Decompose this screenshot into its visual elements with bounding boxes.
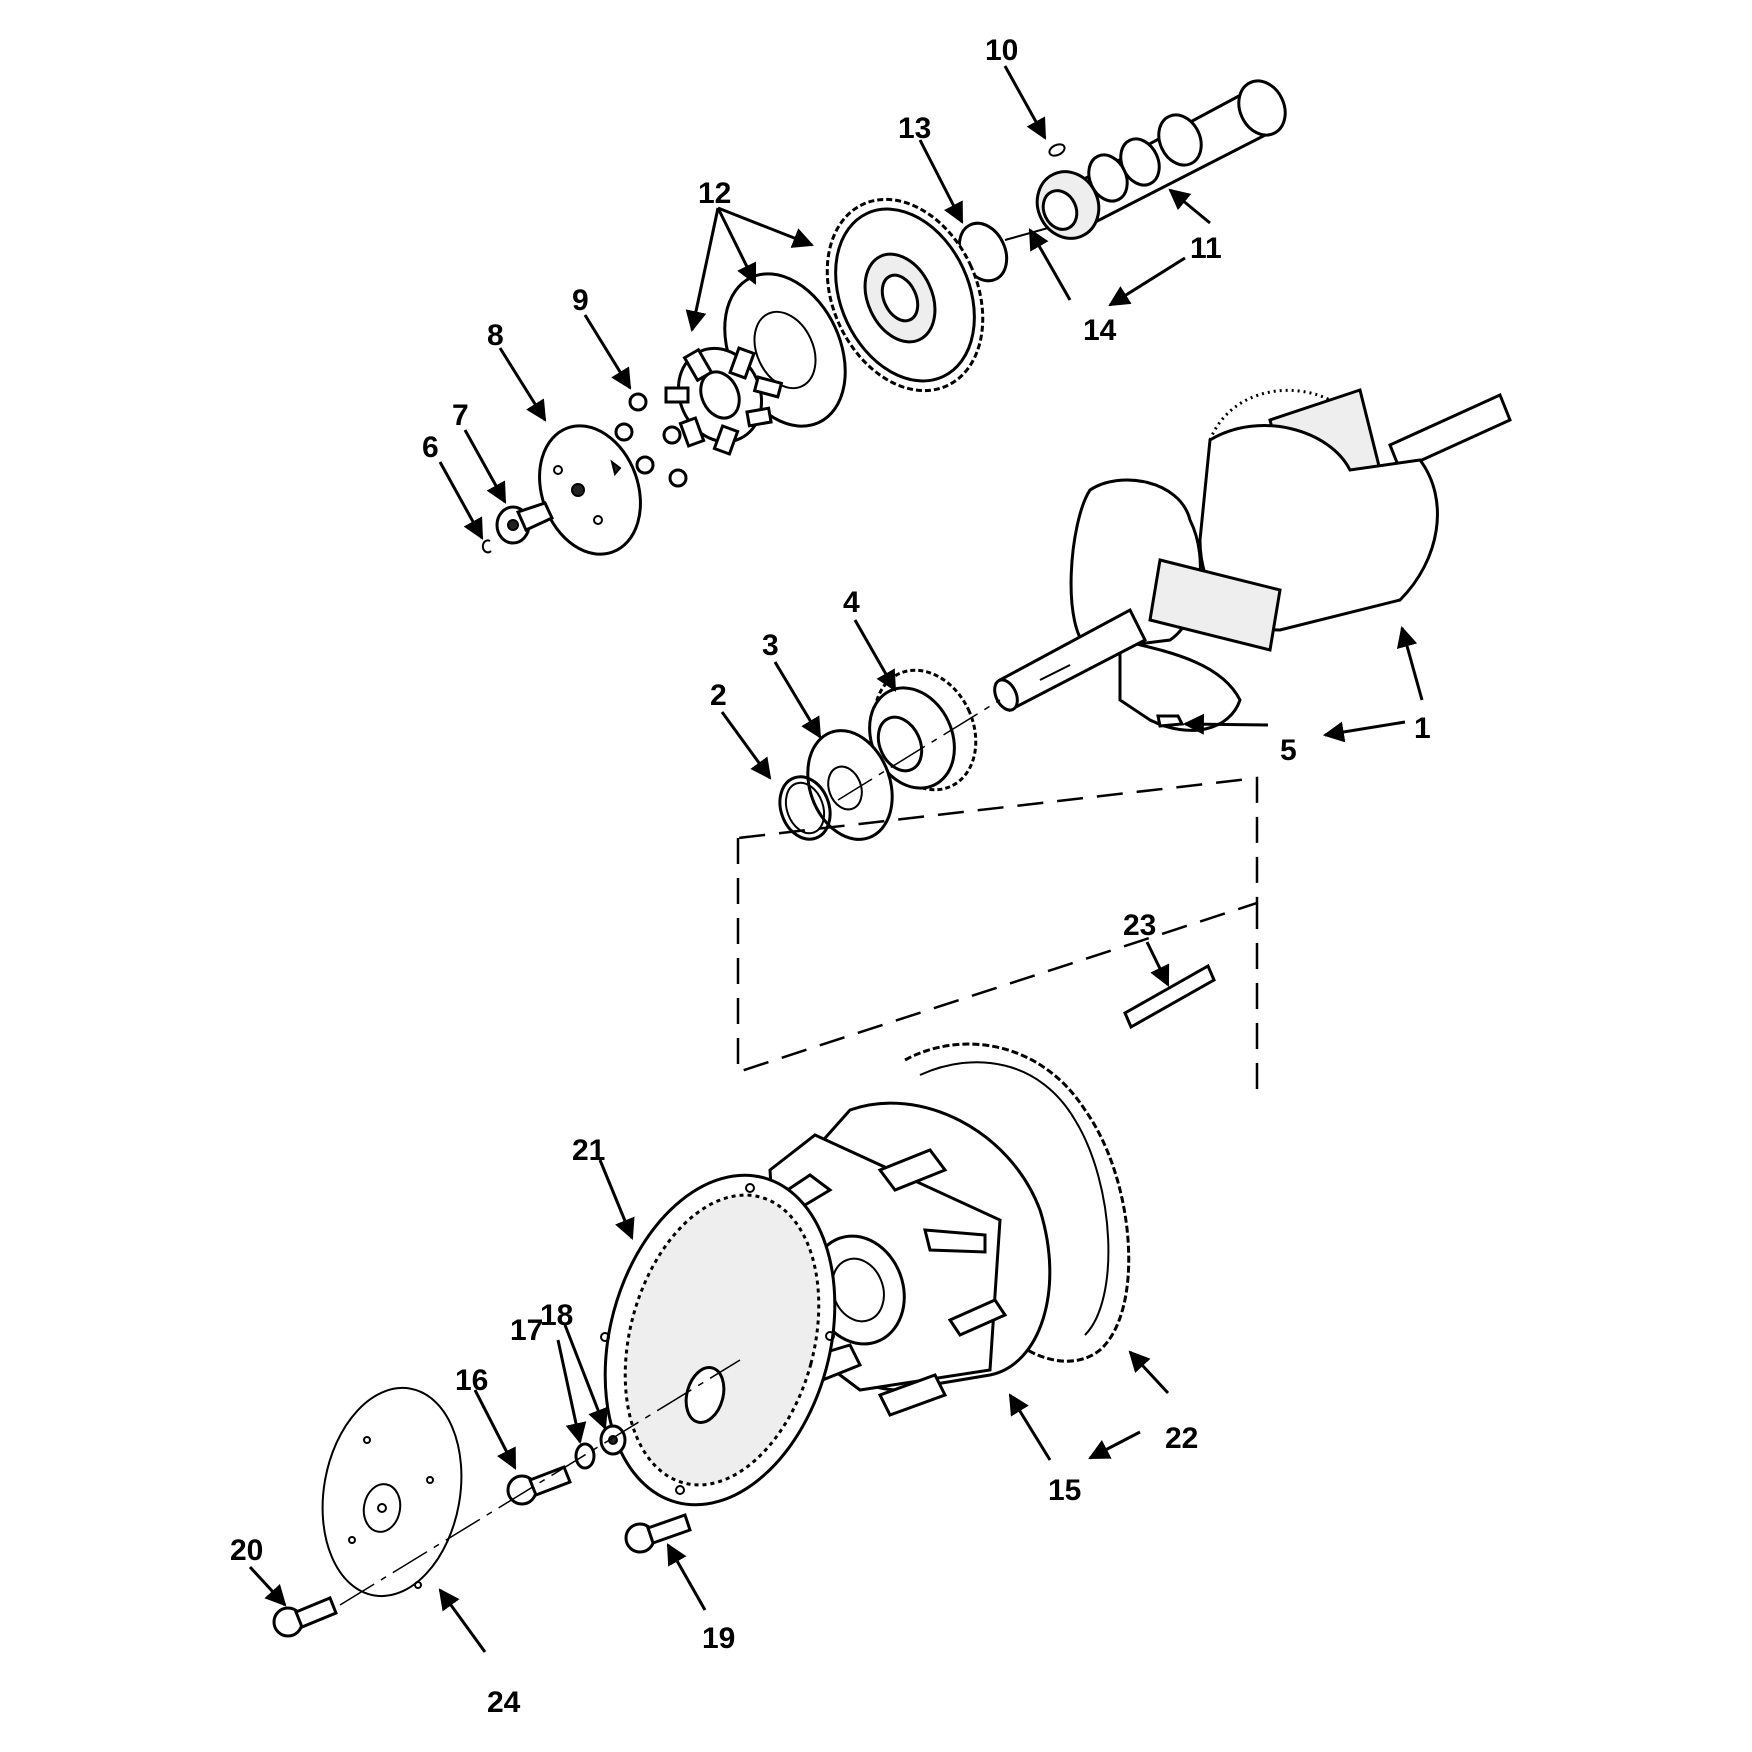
crankshaft-gear <box>868 668 978 792</box>
callout-3: 3 <box>762 629 779 662</box>
governor-spider <box>664 346 784 456</box>
screen-screw <box>624 1513 692 1554</box>
governor-cup <box>538 424 642 556</box>
callout-16: 16 <box>455 1364 488 1397</box>
lock-washer <box>574 1442 596 1470</box>
cam-gear <box>825 197 985 393</box>
crankshaft <box>993 388 1512 732</box>
callout-14: 14 <box>1083 314 1117 347</box>
callout-22: 22 <box>1165 1422 1198 1455</box>
callout-2: 2 <box>710 679 727 712</box>
crankshaft-key <box>1156 714 1185 728</box>
callout-12: 12 <box>698 177 731 210</box>
callout-18: 18 <box>540 1299 573 1332</box>
callout-24: 24 <box>487 1686 521 1719</box>
leader-arrows <box>248 65 1424 1653</box>
clip <box>481 539 492 554</box>
screen-bolt <box>506 1465 572 1506</box>
camshaft <box>1035 79 1287 240</box>
retainer-plate <box>321 1386 463 1598</box>
callout-9: 9 <box>572 284 589 317</box>
cam-pin <box>1004 227 1049 241</box>
callout-17: 17 <box>510 1314 543 1347</box>
callout-19: 19 <box>702 1622 735 1655</box>
callout-11: 11 <box>1190 232 1222 265</box>
callout-8: 8 <box>487 319 504 352</box>
snap-ring <box>778 775 832 841</box>
governor-balls <box>614 392 688 488</box>
callout-15: 15 <box>1048 1474 1081 1507</box>
governor-bolt <box>495 501 554 545</box>
callout-20: 20 <box>230 1534 263 1567</box>
callout-21: 21 <box>572 1134 605 1167</box>
rotating-screen <box>600 1173 837 1507</box>
callout-4: 4 <box>843 586 860 619</box>
callout-10: 10 <box>985 34 1018 67</box>
cam-key <box>1048 143 1066 157</box>
flywheel-key <box>1123 963 1216 1030</box>
callout-7: 7 <box>452 399 469 432</box>
callout-13: 13 <box>898 112 931 145</box>
callout-1: 1 <box>1414 712 1431 745</box>
callout-23: 23 <box>1123 909 1156 942</box>
plate-bolt <box>272 1596 338 1638</box>
callout-5: 5 <box>1280 734 1297 767</box>
dashed-assembly-line <box>736 776 1259 1074</box>
callout-6: 6 <box>422 431 439 464</box>
assembly-centerline <box>339 1359 741 1606</box>
